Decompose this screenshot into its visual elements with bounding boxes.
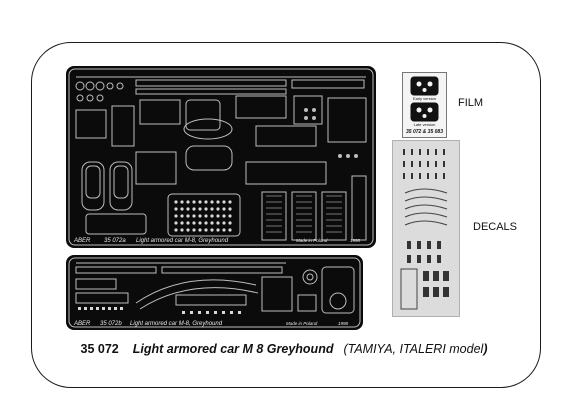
fret-a-brand: ABER (74, 238, 91, 244)
fret-b-year: 1998 (338, 321, 349, 326)
film-late-version: Late version (413, 122, 436, 127)
fret-b-origin: Made in Poland (286, 321, 318, 326)
product-title: 35 072 Light armored car M 8 Greyhound (TA… (0, 342, 568, 356)
product-name: Light armored car M 8 Greyhound (132, 342, 334, 356)
photo-etch-fret-a: ABER 35 072a Light armored car M-8, Grey… (66, 66, 376, 248)
fret-b-brand: ABER (74, 321, 91, 327)
compatible-models-close: ) (483, 342, 488, 356)
film-sheet: Early version Late version 35 072 & 35 0… (402, 72, 447, 138)
film-instrument-faces (410, 76, 439, 122)
fret-b-code: 35 072b (100, 321, 122, 327)
sheet-border (31, 42, 541, 388)
fret-a-code: 35 072a (104, 238, 126, 244)
decal-sheet (392, 140, 460, 317)
compatible-models: (TAMIYA, ITALERI model (343, 342, 484, 356)
decal-markings (400, 149, 449, 310)
fret-b-title: Light armored car M-8, Greyhound (130, 321, 223, 327)
decals-label: DECALS (473, 221, 518, 233)
film-reference: 35 072 & 35 083 (406, 129, 443, 135)
film-label: FILM (458, 97, 484, 109)
film-early-version: Early version (412, 96, 437, 101)
fret-a-parts (68, 68, 374, 246)
fret-a-year: 1998 (350, 238, 361, 243)
fret-b-parts (68, 257, 361, 328)
fret-a-origin: Made in Poland (296, 238, 328, 243)
photo-etch-fret-b: ABER 35 072b Light armored car M-8, Grey… (66, 255, 363, 330)
fret-a-title: Light armored car M-8, Greyhound (136, 238, 229, 244)
product-number: 35 072 (80, 342, 119, 356)
